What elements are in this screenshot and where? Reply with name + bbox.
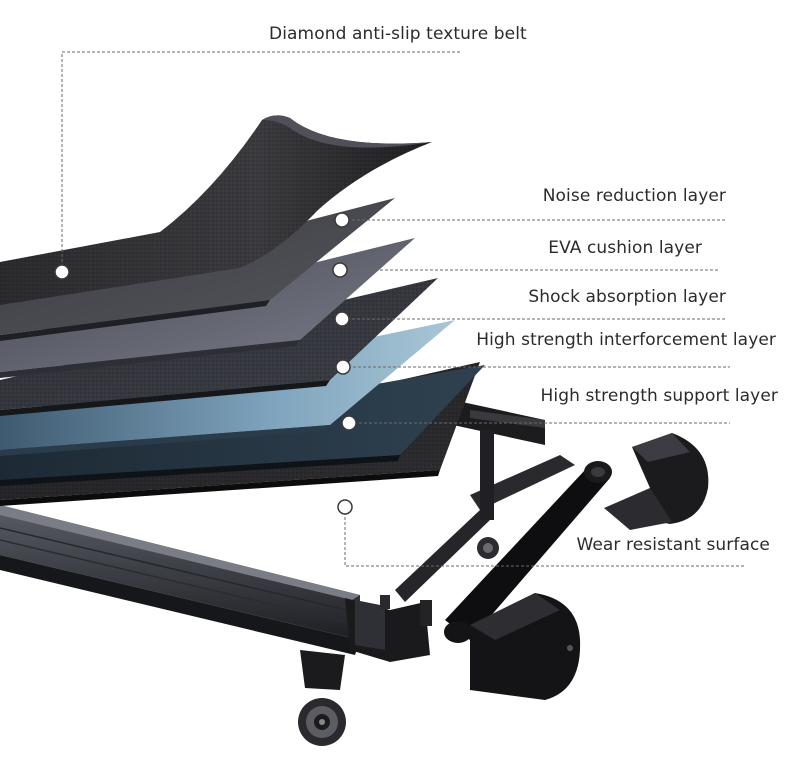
- roller: [444, 461, 612, 643]
- marker-dot: [334, 212, 350, 228]
- marker-dot: [332, 262, 348, 278]
- marker-dots: [54, 212, 357, 515]
- marker-dot: [341, 415, 357, 431]
- label-support: High strength support layer: [540, 386, 778, 406]
- end-cap-rear: [604, 433, 709, 530]
- marker-dot: [334, 311, 350, 327]
- label-diamond-belt: Diamond anti-slip texture belt: [269, 24, 527, 44]
- label-eva-cushion: EVA cushion layer: [548, 238, 702, 258]
- side-rail: [0, 505, 432, 746]
- leader-lines: [61, 51, 745, 567]
- marker-dot: [337, 499, 353, 515]
- label-noise-reduction: Noise reduction layer: [542, 186, 726, 206]
- label-shock-absorption: Shock absorption layer: [528, 287, 726, 307]
- marker-dot: [335, 359, 351, 375]
- end-cap-front: [470, 593, 581, 700]
- label-wear-resistant: Wear resistant surface: [576, 535, 770, 555]
- frame-hardware: [395, 395, 709, 700]
- label-interforcement: High strength interforcement layer: [476, 330, 776, 350]
- marker-dot: [54, 264, 70, 280]
